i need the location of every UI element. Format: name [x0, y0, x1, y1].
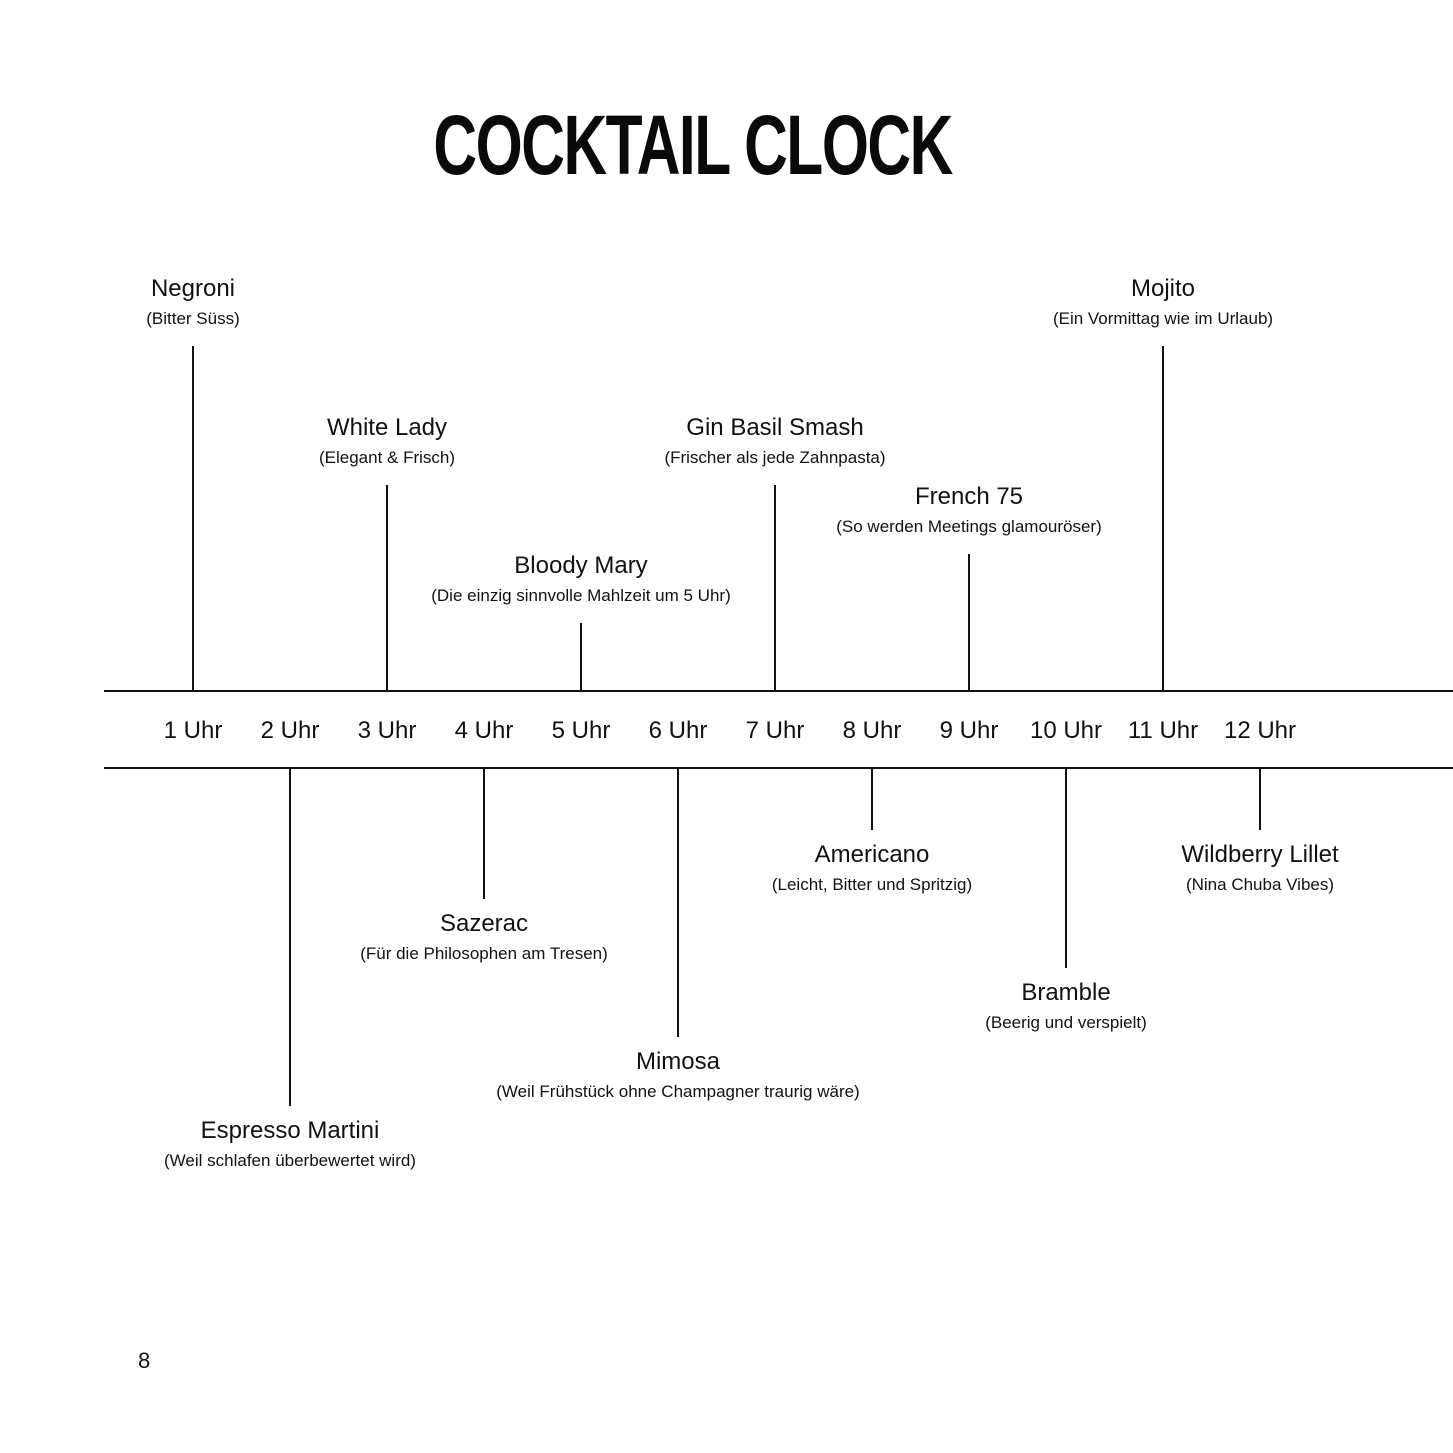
hour-label: 3 Uhr: [357, 717, 417, 744]
cocktail-name: French 75: [914, 483, 1024, 510]
connector-line: [774, 485, 776, 690]
cocktail-label: Bramble (Beerig und verspielt): [836, 977, 1296, 1035]
cocktail-note: (So werden Meetings glamouröser): [836, 517, 1102, 536]
cocktail-name: Americano: [814, 841, 930, 868]
cocktail-label: Mimosa (Weil Frühstück ohne Champagner tr…: [448, 1046, 908, 1104]
connector-line: [192, 346, 194, 690]
connector-line: [1259, 768, 1261, 830]
connector-line: [1162, 346, 1164, 690]
hour-label: 6 Uhr: [648, 717, 708, 744]
cocktail-name: Mimosa: [635, 1048, 720, 1075]
connector-line: [677, 768, 679, 1037]
cocktail-note: (Beerig und verspielt): [985, 1013, 1147, 1032]
connector-line: [968, 554, 970, 690]
hour-label: 8 Uhr: [842, 717, 902, 744]
hour-label: 9 Uhr: [939, 717, 999, 744]
cocktail-note: (Elegant & Frisch): [318, 448, 456, 467]
cocktail-label: Bloody Mary (Die einzig sinnvolle Mahlzei…: [351, 550, 811, 608]
connector-line: [289, 768, 291, 1106]
cocktail-note: (Für die Philosophen am Tresen): [360, 944, 608, 963]
connector-line: [483, 768, 485, 899]
cocktail-name: Bramble: [1021, 979, 1111, 1006]
timeline-top-rule: [104, 690, 1453, 692]
cocktail-name: Wildberry Lillet: [1181, 841, 1339, 868]
cocktail-note: (Nina Chuba Vibes): [1185, 875, 1335, 894]
cocktail-name: Sazerac: [439, 910, 529, 937]
cocktail-note: (Weil schlafen überbewertet wird): [164, 1151, 416, 1170]
hour-label: 1 Uhr: [163, 717, 223, 744]
cocktail-note: (Die einzig sinnvolle Mahlzeit um 5 Uhr): [431, 586, 731, 605]
cocktail-note: (Leicht, Bitter und Spritzig): [771, 875, 973, 894]
cocktail-label: Gin Basil Smash (Frischer als jede Zahnpa…: [545, 412, 1005, 470]
hour-label: 12 Uhr: [1223, 717, 1297, 744]
cocktail-note: (Bitter Süss): [146, 309, 240, 328]
cocktail-label: Americano (Leicht, Bitter und Spritzig): [642, 839, 1102, 897]
cocktail-name: Gin Basil Smash: [686, 414, 864, 441]
cocktail-name: White Lady: [326, 414, 448, 441]
cocktail-label: Espresso Martini (Weil schlafen überbewer…: [60, 1115, 520, 1173]
cocktail-note: (Frischer als jede Zahnpasta): [664, 448, 886, 467]
hour-label: 4 Uhr: [454, 717, 514, 744]
cocktail-name: Bloody Mary: [514, 552, 648, 579]
hour-label: 10 Uhr: [1029, 717, 1103, 744]
hour-label: 7 Uhr: [745, 717, 805, 744]
cocktail-label: White Lady (Elegant & Frisch): [157, 412, 617, 470]
cocktail-name: Espresso Martini: [200, 1117, 380, 1144]
page-title: COCKTAIL CLOCK: [433, 98, 953, 192]
cocktail-note: (Ein Vormittag wie im Urlaub): [1052, 309, 1274, 328]
cocktail-note: (Weil Frühstück ohne Champagner traurig …: [496, 1082, 860, 1101]
connector-line: [580, 623, 582, 690]
cocktail-label: Wildberry Lillet (Nina Chuba Vibes): [1030, 839, 1453, 897]
connector-line: [1065, 768, 1067, 968]
cocktail-label: Mojito (Ein Vormittag wie im Urlaub): [933, 273, 1393, 331]
hour-label: 5 Uhr: [551, 717, 611, 744]
connector-line: [871, 768, 873, 830]
cocktail-label: Sazerac (Für die Philosophen am Tresen): [254, 908, 714, 966]
timeline-bottom-rule: [104, 767, 1453, 769]
page-number: 8: [138, 1348, 151, 1373]
connector-line: [386, 485, 388, 690]
cocktail-label: French 75 (So werden Meetings glamouröser…: [739, 481, 1199, 539]
hour-label: 11 Uhr: [1127, 717, 1199, 744]
cocktail-label: Negroni (Bitter Süss): [0, 273, 423, 331]
cocktail-name: Negroni: [150, 275, 236, 302]
cocktail-name: Mojito: [1130, 275, 1196, 302]
hour-label: 2 Uhr: [260, 717, 320, 744]
